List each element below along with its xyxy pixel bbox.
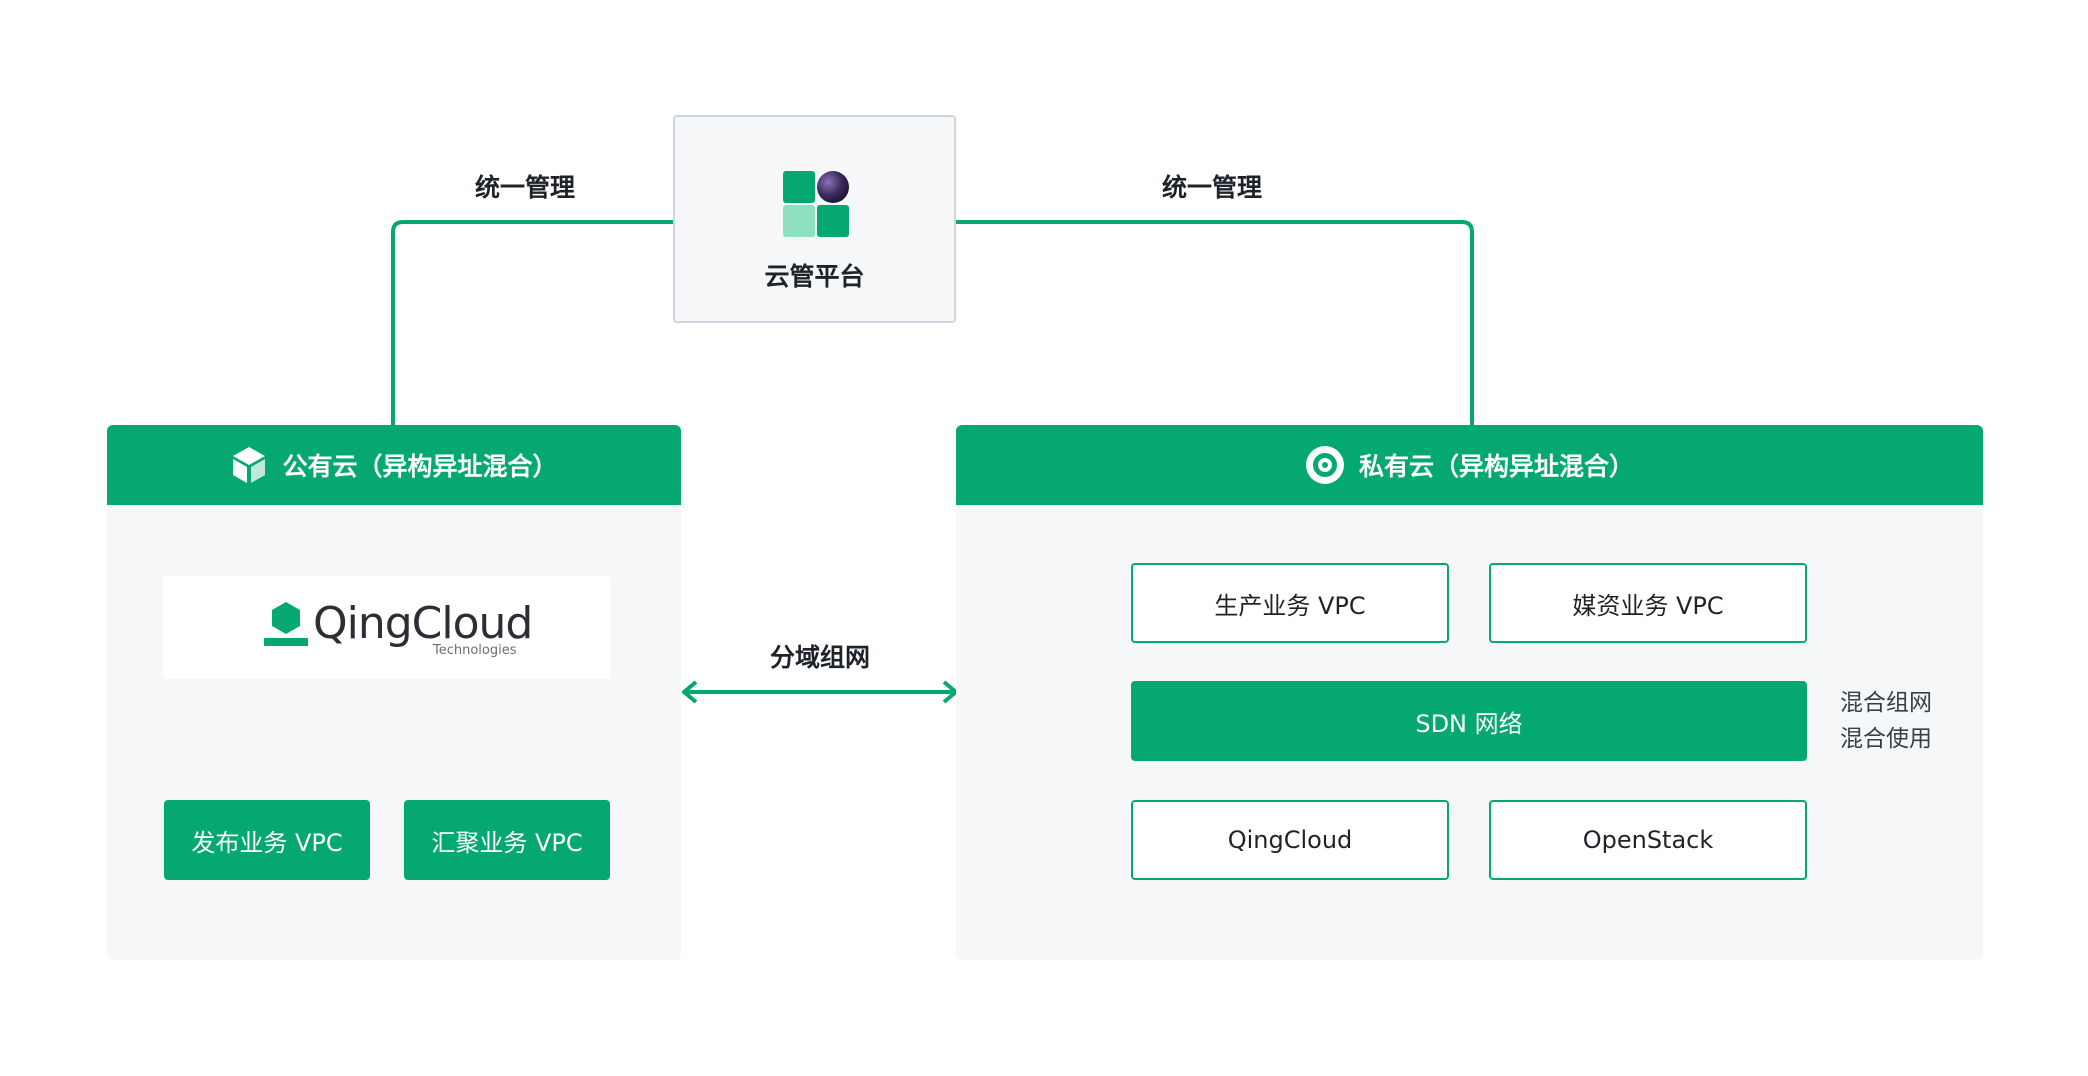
cloud-platform-node[interactable]: 云管平台 <box>673 115 956 323</box>
vpc-box-production[interactable]: 生产业务 VPC <box>1131 563 1449 643</box>
sdn-network-bar[interactable]: SDN 网络 <box>1131 681 1807 761</box>
arrow-head-left <box>682 680 698 704</box>
left-manage-line <box>391 220 673 425</box>
platform-box-qingcloud[interactable]: QingCloud <box>1131 800 1449 880</box>
right-manage-label: 统一管理 <box>1161 173 1262 202</box>
right-manage-line <box>956 220 1474 425</box>
platform-box-openstack[interactable]: OpenStack <box>1489 800 1807 880</box>
vpc-box-aggregate[interactable]: 汇聚业务 VPC <box>404 800 610 880</box>
arrow-head-right <box>942 680 958 704</box>
qingcloud-subtitle: Technologies <box>433 643 517 658</box>
qingcloud-wordmark: QingCloud <box>313 598 533 649</box>
vpc-box-publish[interactable]: 发布业务 VPC <box>164 800 370 880</box>
vpc-box-media[interactable]: 媒资业务 VPC <box>1489 563 1807 643</box>
public-cloud-title: 公有云（异构异址混合） <box>282 452 558 481</box>
hybrid-notes: 混合组网 混合使用 <box>1840 685 1932 757</box>
partition-network-label: 分域组网 <box>769 643 870 672</box>
hybrid-note-network: 混合组网 <box>1840 690 1932 716</box>
public-cloud-header: 公有云（异构异址混合） <box>107 425 681 505</box>
qingcloud-logo-icon <box>264 602 308 646</box>
target-icon <box>1305 446 1344 484</box>
qingcloud-brand-card: QingCloud Technologies <box>163 576 610 679</box>
hybrid-note-usage: 混合使用 <box>1840 726 1932 752</box>
cloud-platform-logo-icon <box>783 171 849 237</box>
cube-icon <box>233 447 266 483</box>
left-manage-label: 统一管理 <box>474 173 575 202</box>
private-cloud-title: 私有云（异构异址混合） <box>1358 452 1634 481</box>
cloud-platform-name: 云管平台 <box>764 262 865 291</box>
private-cloud-header: 私有云（异构异址混合） <box>956 425 1983 505</box>
